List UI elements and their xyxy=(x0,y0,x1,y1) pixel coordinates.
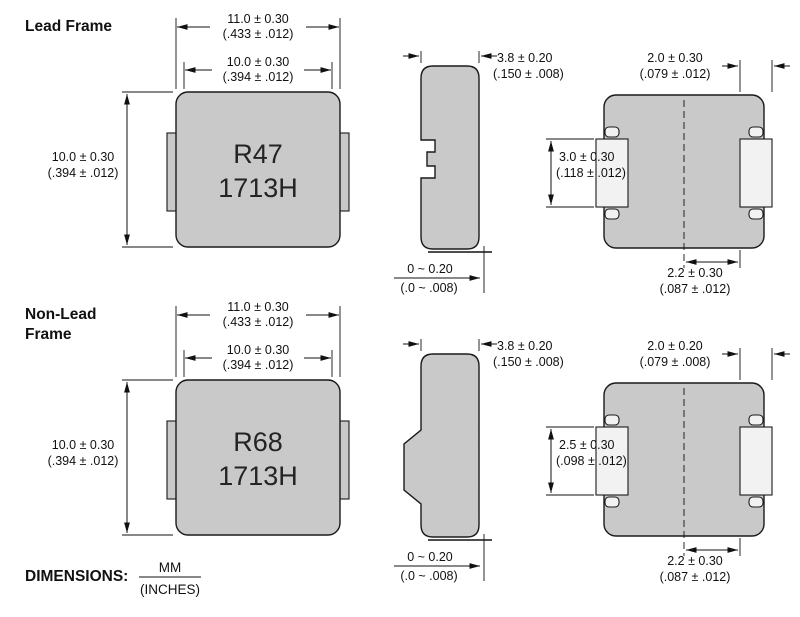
dim-thickness-in: (.150 ± .008) xyxy=(493,67,564,81)
dim-outer-width-in: (.433 ± .012) xyxy=(223,315,294,329)
dim-thickness-mm: 3.8 ± 0.20 xyxy=(497,51,553,65)
pad-slot xyxy=(748,208,764,220)
dim-pad-height-mm: 3.0 ± 0.30 xyxy=(559,150,615,164)
lead-frame-title: Lead Frame xyxy=(25,18,112,35)
dim-standoff-in: (.0 ~ .008) xyxy=(400,569,457,583)
component-body-front xyxy=(175,91,341,248)
dim-height-in: (.394 ± .012) xyxy=(48,454,119,468)
dim-pad-spacing-mm: 2.2 ± 0.30 xyxy=(667,554,723,568)
pad-slot xyxy=(604,496,620,508)
pad-slot xyxy=(604,208,620,220)
non-lead-frame-bottom-view: 2.0 ± 0.20 (.079 ± .008) 2.5 ± 0.30 (.09… xyxy=(546,339,790,584)
component-body-front xyxy=(175,379,341,536)
non-lead-frame-title-line1: Non-Lead xyxy=(25,306,96,323)
dim-outer-width-mm: 11.0 ± 0.30 xyxy=(227,12,289,26)
component-marking-line2: 1713H xyxy=(218,173,298,203)
side-profile xyxy=(403,353,480,538)
dim-pad-height-mm: 2.5 ± 0.30 xyxy=(559,438,615,452)
non-lead-frame-side-view: 3.8 ± 0.20 (.150 ± .008) 0 ~ 0.20 (.0 ~ … xyxy=(394,339,564,583)
dim-pad-height-in: (.098 ± .012) xyxy=(556,454,627,468)
dim-standoff-mm: 0 ~ 0.20 xyxy=(407,262,453,276)
component-marking-line2: 1713H xyxy=(218,461,298,491)
dimensions-unit-inches: (INCHES) xyxy=(140,582,200,597)
dim-thickness-in: (.150 ± .008) xyxy=(493,355,564,369)
dimensions-note: DIMENSIONS: MM (INCHES) xyxy=(25,560,201,597)
mounting-pad-left xyxy=(595,138,629,208)
non-lead-frame-section: Non-Lead Frame R68 1713H 11.0 ± 0.30 (.4… xyxy=(25,300,790,584)
dim-outer-width-mm: 11.0 ± 0.30 xyxy=(227,300,289,314)
pad-slot xyxy=(604,126,620,138)
lead-frame-front-view: R47 1713H 11.0 ± 0.30 (.433 ± .012) 10.0… xyxy=(48,12,350,248)
dim-outer-width-in: (.433 ± .012) xyxy=(223,27,294,41)
mounting-pad-left xyxy=(595,426,629,496)
lead-frame-section: Lead Frame R47 1713H 11.0 ± 0.30 (.433 ±… xyxy=(25,12,790,296)
dim-thickness-mm: 3.8 ± 0.20 xyxy=(497,339,553,353)
pad-slot xyxy=(748,414,764,426)
dim-standoff-mm: 0 ~ 0.20 xyxy=(407,550,453,564)
dim-standoff-in: (.0 ~ .008) xyxy=(400,281,457,295)
component-marking-line1: R47 xyxy=(233,139,283,169)
dim-height-in: (.394 ± .012) xyxy=(48,166,119,180)
pad-slot xyxy=(748,126,764,138)
mounting-pad-right xyxy=(739,138,773,208)
dim-pad-spacing-in: (.087 ± .012) xyxy=(660,282,731,296)
component-marking-line1: R68 xyxy=(233,427,283,457)
dim-top-width-mm: 10.0 ± 0.30 xyxy=(227,343,290,357)
lead-frame-side-view: 3.8 ± 0.20 (.150 ± .008) 0 ~ 0.20 (.0 ~ … xyxy=(394,51,564,295)
dim-pad-width-mm: 2.0 ± 0.20 xyxy=(647,339,703,353)
dim-pad-width-mm: 2.0 ± 0.30 xyxy=(647,51,703,65)
non-lead-frame-front-view: R68 1713H 11.0 ± 0.30 (.433 ± .012) 10.0… xyxy=(48,300,350,536)
lead-frame-bottom-view: 2.0 ± 0.30 (.079 ± .012) 3.0 ± 0.30 (.11… xyxy=(546,51,790,296)
dim-top-width-in: (.394 ± .012) xyxy=(223,70,294,84)
dim-pad-height-in: (.118 ± .012) xyxy=(556,166,626,180)
dim-pad-width-in: (.079 ± .008) xyxy=(640,355,711,369)
mounting-pad-right xyxy=(739,426,773,496)
dim-top-width-in: (.394 ± .012) xyxy=(223,358,294,372)
dim-pad-width-in: (.079 ± .012) xyxy=(640,67,711,81)
dim-pad-spacing-in: (.087 ± .012) xyxy=(660,570,731,584)
dim-pad-spacing-mm: 2.2 ± 0.30 xyxy=(667,266,723,280)
pad-slot xyxy=(748,496,764,508)
dim-height-mm: 10.0 ± 0.30 xyxy=(52,150,115,164)
dim-top-width-mm: 10.0 ± 0.30 xyxy=(227,55,290,69)
pad-slot xyxy=(604,414,620,426)
dim-height-mm: 10.0 ± 0.30 xyxy=(52,438,115,452)
side-profile xyxy=(420,65,480,250)
dimensions-unit-mm: MM xyxy=(159,560,182,575)
dimensions-label: DIMENSIONS: xyxy=(25,568,128,585)
non-lead-frame-title-line2: Frame xyxy=(25,326,72,343)
